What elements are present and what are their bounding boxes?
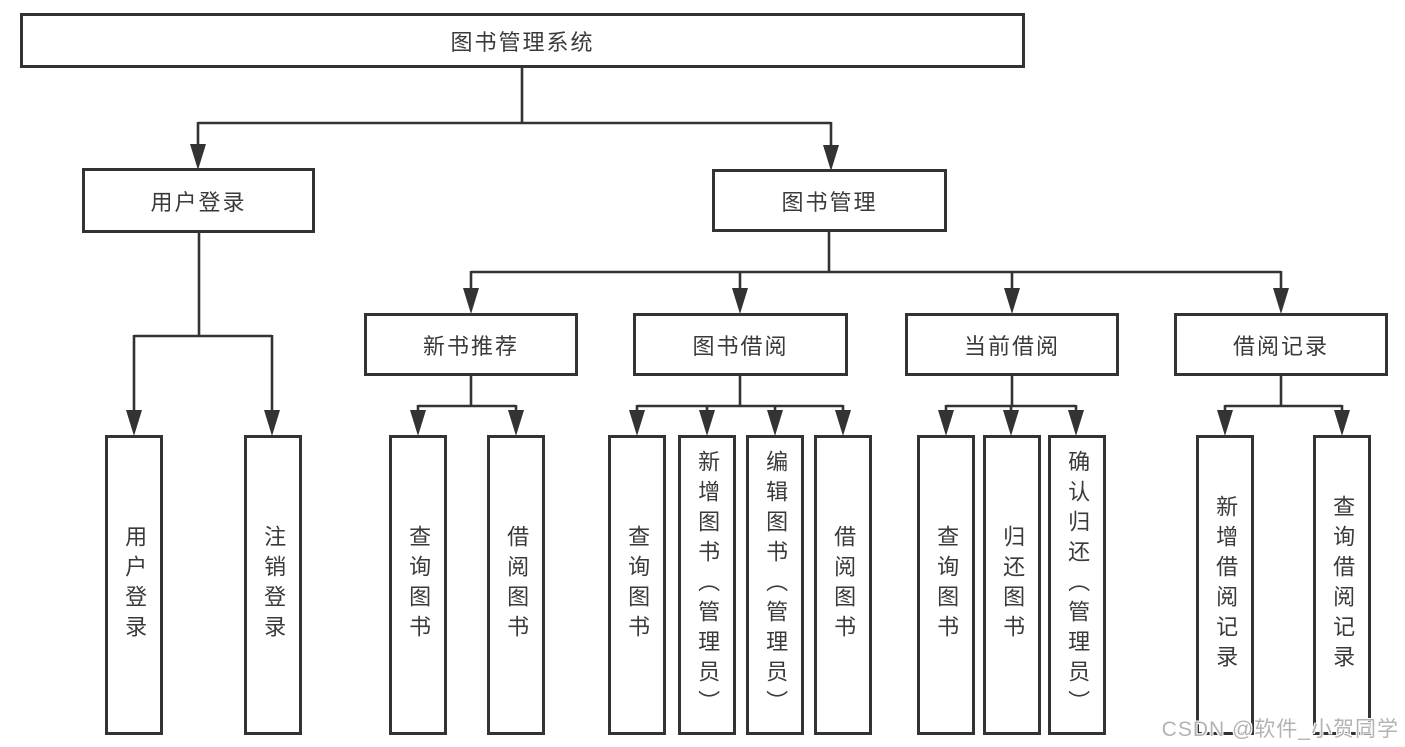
node-label: 查询图书	[625, 525, 651, 645]
node-borrow-books-borrowing: 借阅图书	[814, 435, 872, 735]
node-user-login-leaf: 用户登录	[105, 435, 163, 735]
node-label: 新增图书（管理员）	[695, 450, 721, 720]
node-label: 用户登录	[150, 189, 247, 215]
node-label: 注销登录	[261, 525, 287, 645]
watermark: CSDN @软件_小贺同学	[1161, 718, 1399, 741]
node-label: 借阅记录	[1232, 333, 1329, 359]
node-return-books: 归还图书	[983, 435, 1041, 735]
node-current-borrowing: 当前借阅	[905, 313, 1119, 376]
node-logout-leaf: 注销登录	[244, 435, 302, 735]
node-borrowing-records: 借阅记录	[1174, 313, 1388, 376]
node-book-management: 图书管理	[712, 169, 947, 232]
node-query-books-borrowing: 查询图书	[608, 435, 666, 735]
node-query-books-current: 查询图书	[917, 435, 975, 735]
node-label: 查询借阅记录	[1330, 495, 1356, 675]
node-edit-book-admin: 编辑图书（管理员）	[746, 435, 804, 735]
node-query-borrow-record: 查询借阅记录	[1313, 435, 1371, 735]
node-label: 查询图书	[934, 525, 960, 645]
node-label: 新增借阅记录	[1213, 495, 1239, 675]
node-label: 当前借阅	[963, 333, 1060, 359]
node-label: 查询图书	[406, 525, 432, 645]
node-book-borrowing: 图书借阅	[633, 313, 848, 376]
node-borrow-books-recommend: 借阅图书	[487, 435, 545, 735]
node-label: 归还图书	[1000, 525, 1026, 645]
node-new-book-recommend: 新书推荐	[364, 313, 578, 376]
node-label: 图书借阅	[692, 333, 789, 359]
node-label: 新书推荐	[422, 333, 519, 359]
node-label: 用户登录	[122, 525, 148, 645]
node-library-management-system: 图书管理系统	[20, 13, 1025, 68]
node-label: 编辑图书（管理员）	[763, 450, 789, 720]
node-label: 借阅图书	[831, 525, 857, 645]
node-add-book-admin: 新增图书（管理员）	[678, 435, 736, 735]
node-label: 图书管理系统	[450, 29, 595, 55]
node-confirm-return-admin: 确认归还（管理员）	[1048, 435, 1106, 735]
node-label: 确认归还（管理员）	[1065, 450, 1091, 720]
node-add-borrow-record: 新增借阅记录	[1196, 435, 1254, 735]
node-label: 图书管理	[781, 189, 878, 215]
node-query-books-recommend: 查询图书	[389, 435, 447, 735]
node-label: 借阅图书	[504, 525, 530, 645]
node-user-login: 用户登录	[82, 168, 315, 233]
